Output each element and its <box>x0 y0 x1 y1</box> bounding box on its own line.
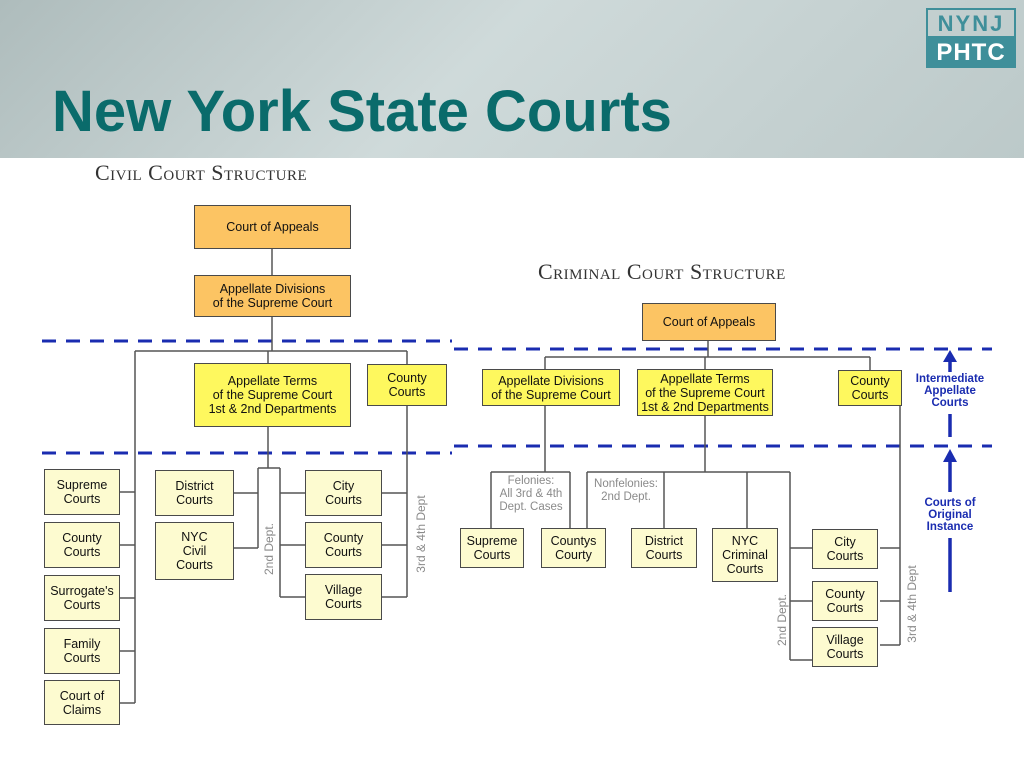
civil-court-of-appeals-box: Court of Appeals <box>194 205 351 249</box>
civil-county-courts-box: County Courts <box>44 522 120 568</box>
civil-second-dept-label: 2nd Dept. <box>262 518 276 580</box>
nynj-phtc-logo: NYNJ PHTC <box>926 8 1016 68</box>
criminal-appellate-divisions-box: Appellate Divisions of the Supreme Court <box>482 369 620 406</box>
level-dashed-lines <box>42 339 992 455</box>
criminal-county-courts-appellate-box: County Courts <box>838 370 902 406</box>
criminal-nyc-criminal-courts-box: NYC Criminal Courts <box>712 528 778 582</box>
slide-header <box>0 0 1024 158</box>
civil-court-of-claims-box: Court of Claims <box>44 680 120 725</box>
civil-nyc-civil-courts-box: NYC Civil Courts <box>155 522 234 580</box>
nonfelonies-note: Nonfelonies: 2nd Dept. <box>589 478 663 504</box>
intermediate-appellate-courts-legend: Intermediate Appellate Courts <box>915 373 985 409</box>
criminal-supreme-courts-box: Supreme Courts <box>460 528 524 568</box>
civil-city-courts-box: City Courts <box>305 470 382 516</box>
criminal-connectors <box>490 341 901 661</box>
legend-arrows <box>943 350 957 592</box>
criminal-court-of-appeals-box: Court of Appeals <box>642 303 776 341</box>
criminal-section-title: Criminal Court Structure <box>538 259 786 284</box>
criminal-appellate-terms-box: Appellate Terms of the Supreme Court 1st… <box>637 369 773 416</box>
civil-appellate-divisions-box: Appellate Divisions of the Supreme Court <box>194 275 351 317</box>
criminal-city-courts-box: City Courts <box>812 529 878 569</box>
civil-third-fourth-dept-label: 3rd & 4th Dept <box>414 488 428 580</box>
civil-district-courts-box: District Courts <box>155 470 234 516</box>
criminal-village-courts-box: Village Courts <box>812 627 878 667</box>
civil-village-courts-box: Village Courts <box>305 574 382 620</box>
criminal-district-courts-box: District Courts <box>631 528 697 568</box>
criminal-county-courts-lower-box: County Courts <box>812 581 878 621</box>
criminal-second-dept-label: 2nd Dept. <box>775 590 789 650</box>
felonies-note: Felonies: All 3rd & 4th Dept. Cases <box>493 475 569 514</box>
slide-title: New York State Courts <box>52 79 672 144</box>
civil-appellate-terms-box: Appellate Terms of the Supreme Court 1st… <box>194 363 351 427</box>
civil-surrogates-courts-box: Surrogate's Courts <box>44 575 120 621</box>
civil-connectors <box>120 249 408 704</box>
civil-county-courts-appellate-box: County Courts <box>367 364 447 406</box>
civil-county-courts-lower-box: County Courts <box>305 522 382 568</box>
civil-supreme-courts-box: Supreme Courts <box>44 469 120 515</box>
criminal-countys-courty-box: Countys Courty <box>541 528 606 568</box>
courts-of-original-instance-legend: Courts of Original Instance <box>924 497 976 533</box>
criminal-third-fourth-dept-label: 3rd & 4th Dept <box>905 558 919 650</box>
civil-section-title: Civil Court Structure <box>95 160 308 185</box>
logo-top-text: NYNJ <box>926 8 1016 38</box>
civil-family-courts-box: Family Courts <box>44 628 120 674</box>
logo-bottom-text: PHTC <box>926 38 1016 68</box>
